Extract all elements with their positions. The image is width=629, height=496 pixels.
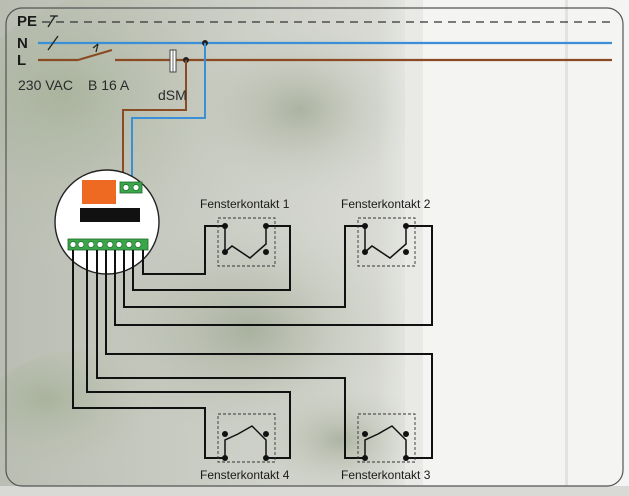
- neutral-drop-wire: [131, 43, 206, 184]
- l-label: L: [17, 52, 27, 69]
- contact-3-label: Fensterkontakt 3: [341, 468, 431, 482]
- voltage-label: 230 VAC: [18, 77, 73, 93]
- n-label: N: [17, 35, 28, 52]
- meter-label: dSM: [158, 87, 187, 103]
- contact-4-label: Fensterkontakt 4: [200, 468, 290, 482]
- breaker-mark-head: [92, 43, 99, 49]
- relay-block: [82, 180, 116, 204]
- window-contact-4-symbol: [217, 413, 276, 463]
- breaker-mark: [95, 43, 99, 53]
- diagram-frame: [5, 7, 624, 487]
- module-chip: [80, 208, 140, 222]
- window-contact-2-symbol: [357, 217, 416, 267]
- pe-label: PE: [17, 13, 38, 30]
- breaker-label: B 16 A: [88, 77, 130, 93]
- window-contact-1-symbol: [217, 217, 276, 267]
- supply-terminal: [119, 181, 143, 194]
- contact-1-label: Fensterkontakt 1: [200, 197, 290, 211]
- line-drop-wire: [122, 60, 187, 184]
- signal-wires: [72, 225, 433, 459]
- breaker-blade: [77, 49, 113, 61]
- window-contact-3-symbol: [357, 413, 416, 463]
- contact-2-label: Fensterkontakt 2: [341, 197, 431, 211]
- pe-switch-mark: [47, 15, 56, 28]
- neutral-switch-mark: [47, 35, 59, 51]
